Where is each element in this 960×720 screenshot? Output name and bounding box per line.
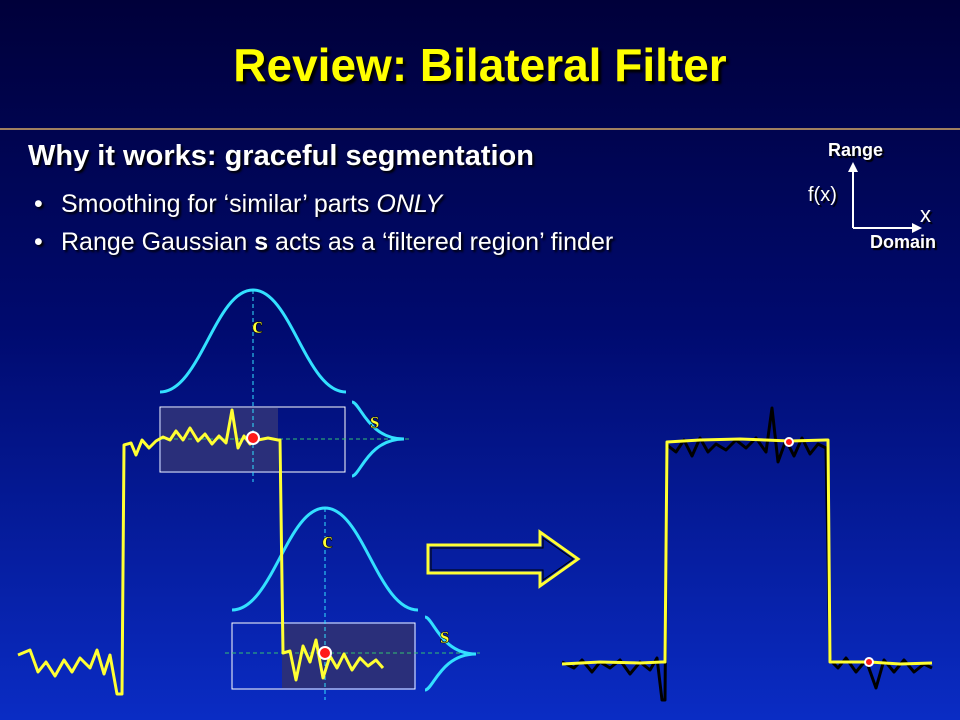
lower-s-label: s	[440, 623, 449, 649]
output-lower-point	[864, 657, 874, 667]
axis-label-domain: Domain	[870, 232, 937, 252]
lower-domain-gaussian	[231, 506, 419, 612]
lower-c-label: c	[322, 528, 333, 554]
bullet-strong: s	[254, 228, 269, 256]
bullet-text: Smoothing for ‘similar’ parts	[61, 190, 377, 218]
axes-legend-icon	[848, 162, 922, 233]
lower-range-gaussian	[424, 615, 477, 692]
bullet-dot-icon: •	[34, 228, 43, 256]
slide-title: Review: Bilateral Filter	[233, 39, 727, 91]
upper-s-label: s	[370, 408, 379, 434]
bullet-item: • Smoothing for ‘similar’ parts ONLY	[34, 190, 613, 219]
lower-window-region	[282, 624, 414, 688]
bullet-item: • Range Gaussian s acts as a ‘filtered re…	[34, 228, 613, 257]
upper-center-point	[246, 431, 260, 445]
lower-center-point	[318, 646, 332, 660]
bullet-dot-icon: •	[34, 190, 43, 218]
title-divider	[0, 128, 960, 130]
output-signal	[561, 437, 933, 666]
bullet-text: acts as a ‘filtered region’ finder	[268, 228, 614, 256]
section-heading: Why it works: graceful segmentation	[28, 140, 534, 172]
axis-label-range: Range	[828, 140, 884, 160]
output-noisy-outline	[561, 406, 933, 702]
axis-label-fx: f(x)	[808, 184, 837, 206]
axis-label-x: x	[920, 202, 931, 227]
lower-window-frame	[231, 622, 416, 690]
bullet-text: Range Gaussian	[61, 228, 255, 256]
bullet-list: • Smoothing for ‘similar’ parts ONLY • Ran…	[34, 190, 613, 266]
transform-arrow-icon	[426, 529, 581, 589]
upper-domain-gaussian	[159, 288, 347, 394]
upper-range-gaussian	[351, 400, 405, 478]
bullet-emphasis: ONLY	[376, 190, 443, 218]
output-upper-point	[784, 437, 794, 447]
upper-c-label: c	[252, 313, 263, 339]
